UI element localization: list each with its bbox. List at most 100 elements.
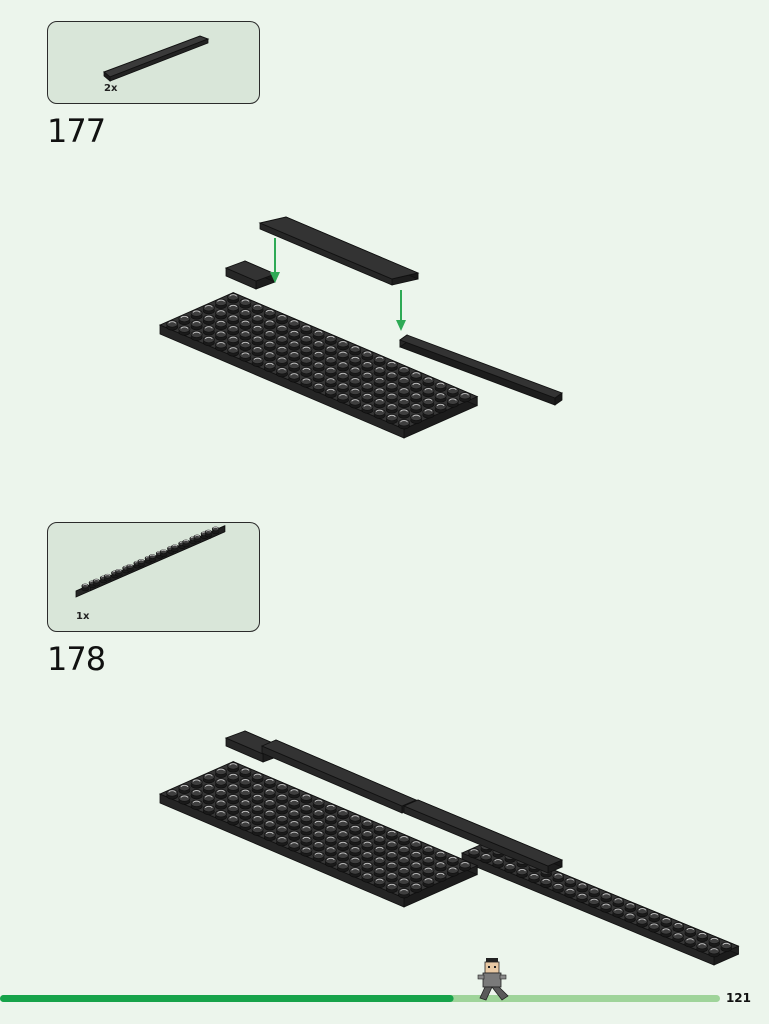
stud: [374, 846, 385, 855]
stud: [325, 857, 336, 866]
stud: [276, 357, 287, 366]
stud: [228, 763, 239, 772]
stud: [374, 356, 385, 365]
stud: [313, 362, 324, 371]
stud: [313, 383, 324, 392]
stud: [264, 789, 275, 798]
stud: [240, 352, 251, 361]
stud: [191, 331, 202, 340]
stud: [601, 903, 612, 912]
stud: [240, 320, 251, 329]
stud: [337, 852, 348, 861]
stud: [637, 918, 648, 927]
stud: [337, 841, 348, 850]
stud: [337, 820, 348, 829]
stud: [362, 351, 373, 360]
stud: [398, 377, 409, 386]
stud: [697, 943, 708, 952]
stud: [289, 362, 300, 371]
stud: [423, 409, 434, 418]
stud: [350, 356, 361, 365]
stud: [362, 372, 373, 381]
stud: [252, 784, 263, 793]
stud: [398, 398, 409, 407]
stud: [337, 351, 348, 360]
stud: [301, 826, 312, 835]
stud: [264, 341, 275, 350]
stud: [423, 878, 434, 887]
stud: [350, 346, 361, 355]
stud: [228, 304, 239, 313]
stud: [325, 346, 336, 355]
stud: [374, 878, 385, 887]
stud: [374, 836, 385, 845]
stud: [459, 861, 470, 870]
stud: [240, 768, 251, 777]
stud: [276, 314, 287, 323]
stud: [252, 826, 263, 835]
stud: [411, 883, 422, 892]
stud: [386, 404, 397, 413]
stud: [435, 393, 446, 402]
stud: [179, 795, 190, 804]
stud: [374, 867, 385, 876]
stud: [362, 383, 373, 392]
stud: [313, 799, 324, 808]
stud: [167, 790, 178, 799]
stud: [313, 810, 324, 819]
stud: [301, 325, 312, 334]
stud: [179, 326, 190, 335]
stud: [386, 414, 397, 423]
stud: [240, 789, 251, 798]
stud: [313, 852, 324, 861]
stud: [215, 320, 226, 329]
stud: [325, 847, 336, 856]
stud: [301, 378, 312, 387]
stud: [191, 320, 202, 329]
stud: [398, 867, 409, 876]
stud: [362, 820, 373, 829]
stud: [203, 784, 214, 793]
stud: [374, 825, 385, 834]
stud: [362, 852, 373, 861]
stud: [337, 372, 348, 381]
stud: [649, 923, 660, 932]
stud: [661, 917, 672, 926]
stud: [301, 794, 312, 803]
stud: [252, 773, 263, 782]
stud: [374, 377, 385, 386]
stud: [240, 810, 251, 819]
stud: [386, 382, 397, 391]
stud: [459, 392, 470, 401]
stud: [709, 948, 720, 957]
stud: [240, 800, 251, 809]
step-177-model: [160, 217, 562, 438]
stud: [325, 367, 336, 376]
stud: [398, 888, 409, 897]
stud: [215, 810, 226, 819]
stud: [649, 913, 660, 922]
stud: [553, 873, 564, 882]
stud: [191, 310, 202, 319]
stud: [264, 810, 275, 819]
stud: [325, 335, 336, 344]
stud: [673, 922, 684, 931]
minifigure-progress-icon: [478, 958, 508, 1000]
stud: [215, 768, 226, 777]
stud: [625, 913, 636, 922]
stud: [276, 346, 287, 355]
stud: [215, 800, 226, 809]
stud: [350, 388, 361, 397]
stud: [264, 320, 275, 329]
stud: [228, 773, 239, 782]
stud: [362, 404, 373, 413]
stud: [411, 862, 422, 871]
stud: [313, 330, 324, 339]
stud: [228, 325, 239, 334]
stud: [553, 883, 564, 892]
stud: [637, 908, 648, 917]
stud: [276, 826, 287, 835]
stud: [215, 789, 226, 798]
stud: [505, 863, 516, 872]
